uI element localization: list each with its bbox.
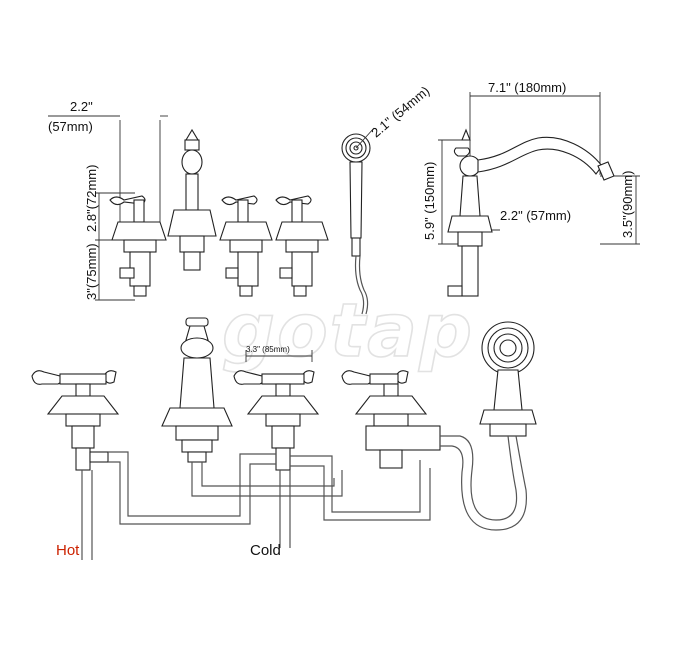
bottom-diverter: [161, 317, 233, 463]
handle-width-in-label: 2.2": [70, 99, 93, 114]
bottom-mixer-valve: [341, 370, 441, 469]
spout-outlet-label: 3.5"(90mm): [620, 171, 635, 238]
handshower-dia-label: 2.1" (54mm): [368, 83, 432, 140]
handle-width-mm-label: (57mm): [48, 119, 93, 134]
piping: [81, 435, 528, 560]
top-valve-2: [219, 195, 273, 297]
handle-spacing-label: 3.3" (85mm): [246, 345, 290, 354]
bottom-handshower: [479, 321, 537, 437]
top-diverter: [167, 128, 217, 271]
spout-base-label: 2.2" (57mm): [500, 208, 571, 223]
hot-label: Hot: [56, 542, 80, 559]
handle-height-label: 2.8"(72mm): [84, 165, 99, 232]
cold-label: Cold: [250, 542, 281, 559]
spout-reach-label: 7.1" (180mm): [488, 80, 566, 95]
top-spout: 7.1" (180mm) 5.9" (150mm) 2.2" (57mm) 3.…: [422, 80, 640, 297]
spout-height-label: 5.9" (150mm): [422, 162, 437, 240]
top-valve-1: [109, 195, 167, 297]
watermark-text: gotap: [222, 288, 474, 374]
valve-height-label: 3"(75mm): [84, 243, 99, 300]
top-handshower: 2.1" (54mm): [341, 83, 432, 315]
bottom-hot-valve: [31, 370, 120, 471]
bottom-cold-valve: 3.3" (85mm): [233, 345, 320, 471]
top-valve-3: [275, 195, 329, 297]
top-left-dimensions: 2.2" (57mm) 2.8"(72mm) 3"(75mm): [48, 99, 168, 301]
